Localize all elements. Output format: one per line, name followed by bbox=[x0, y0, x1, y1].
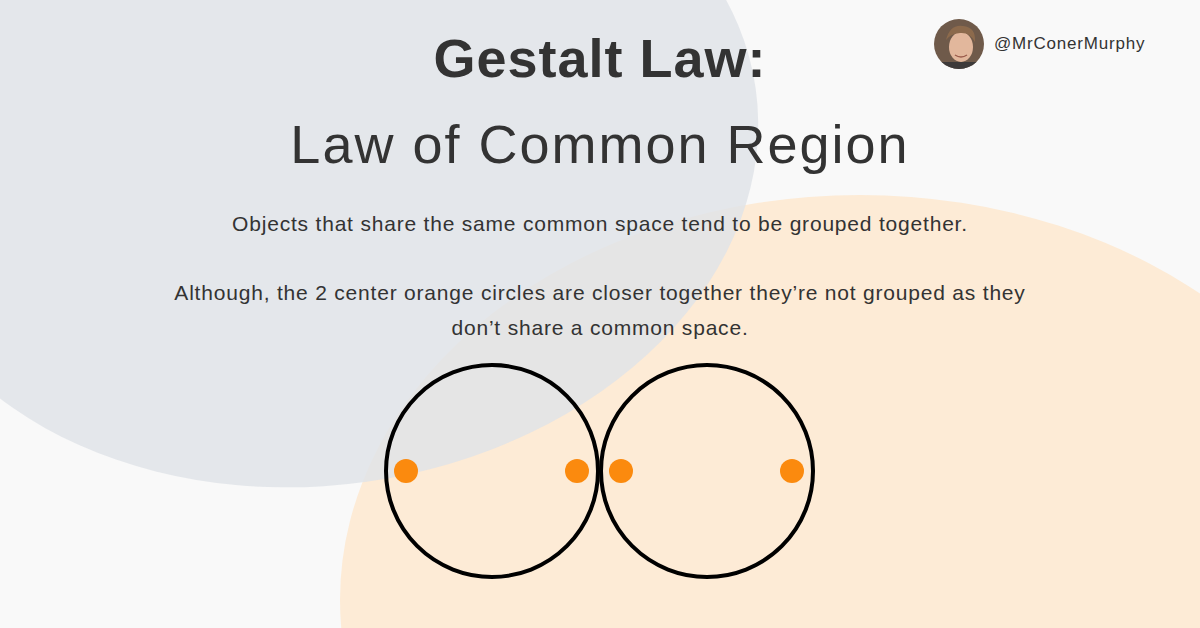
title: Gestalt Law: bbox=[100, 26, 1100, 91]
orange-dot bbox=[565, 459, 589, 483]
orange-dot bbox=[394, 459, 418, 483]
description-slot: Objects that share the same common space… bbox=[60, 210, 1140, 237]
author-handle: @MrConerMurphy bbox=[994, 33, 1190, 55]
region-circle bbox=[386, 365, 598, 577]
orange-dot bbox=[609, 459, 633, 483]
common-region-figure bbox=[386, 365, 813, 577]
region-circle bbox=[601, 365, 813, 577]
avatar bbox=[934, 19, 984, 72]
author-handle-slot: @MrConerMurphy bbox=[994, 33, 1190, 55]
orange-dot bbox=[780, 459, 804, 483]
description: Objects that share the same common space… bbox=[60, 210, 1140, 237]
subtitle: Law of Common Region bbox=[100, 112, 1100, 177]
subtitle-slot: Law of Common Region bbox=[100, 112, 1100, 177]
title-slot: Gestalt Law: bbox=[100, 26, 1100, 91]
note: Although, the 2 center orange circles ar… bbox=[150, 276, 1050, 345]
note-slot: Although, the 2 center orange circles ar… bbox=[150, 276, 1050, 345]
